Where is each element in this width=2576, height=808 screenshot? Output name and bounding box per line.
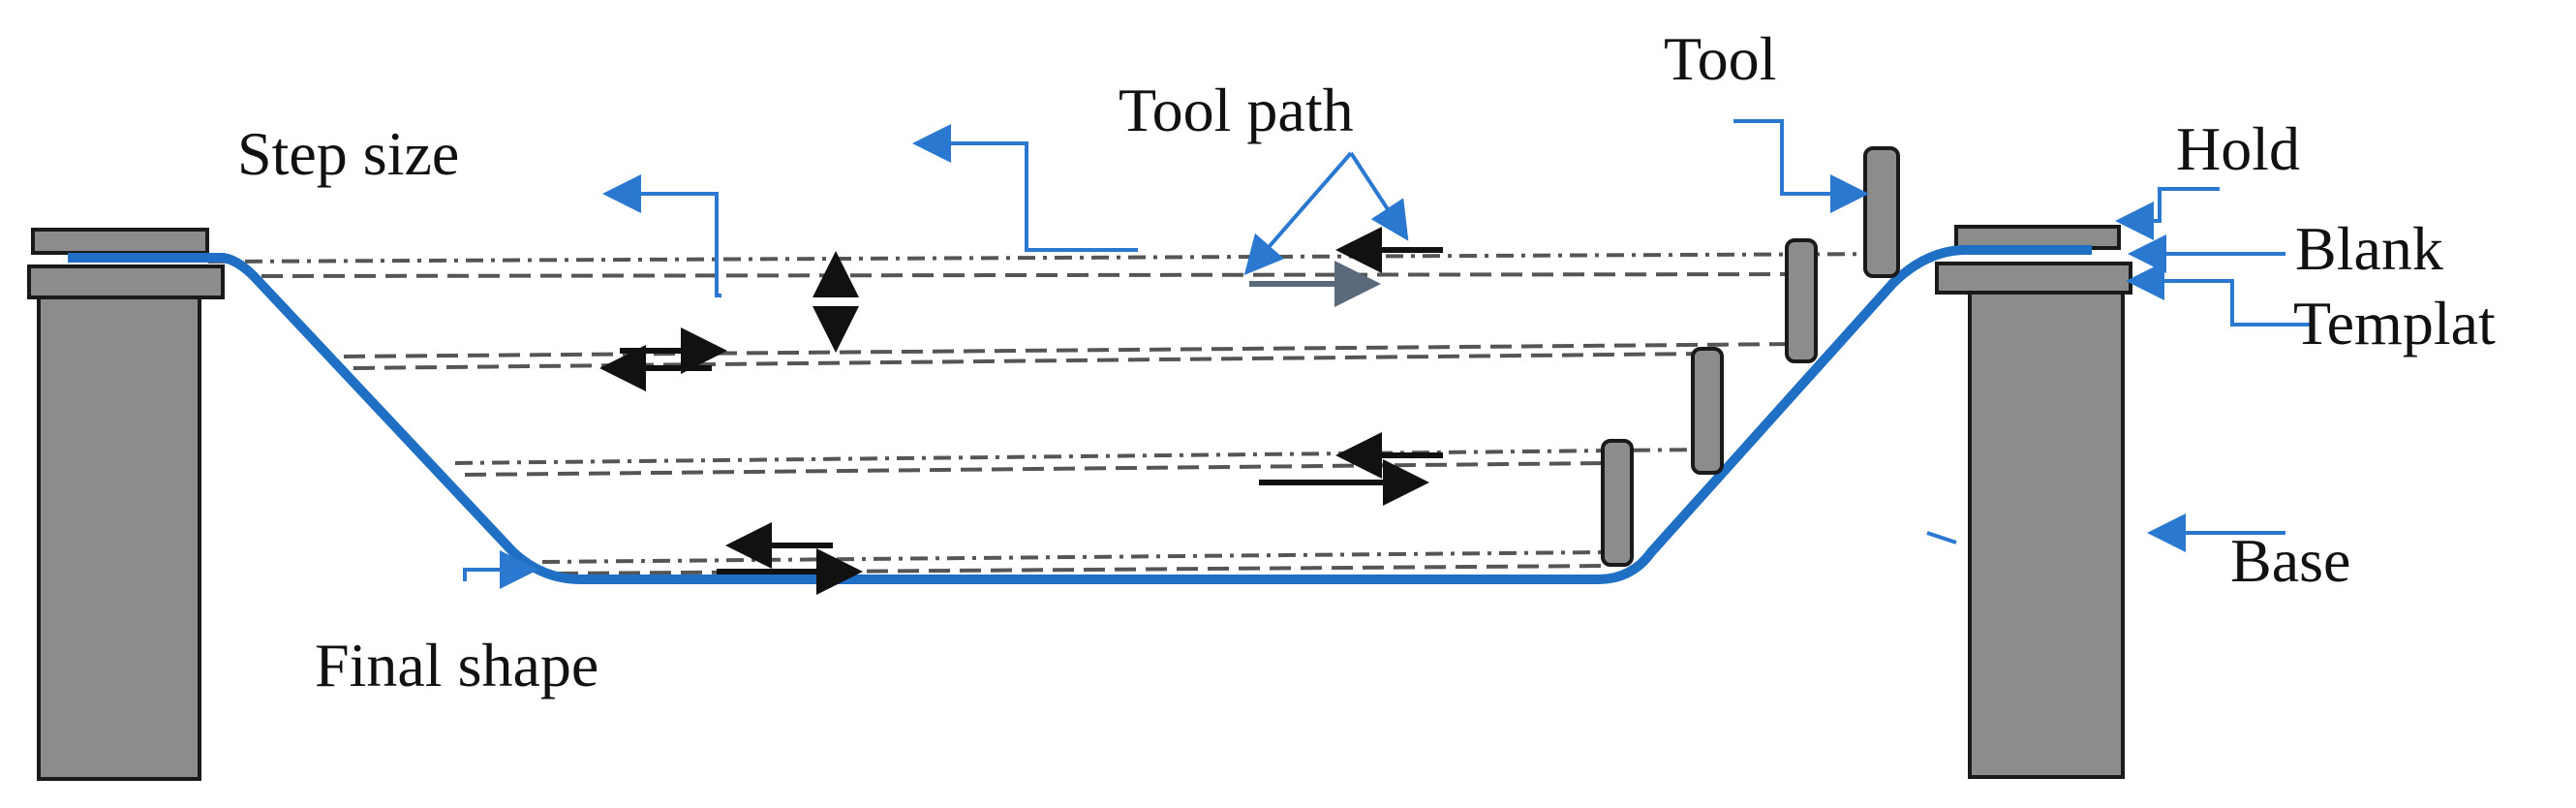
label-base: Base	[2230, 526, 2350, 595]
label-template: Templat	[2293, 289, 2496, 357]
tool-3	[1691, 347, 1724, 475]
tool-path-lines	[207, 252, 1899, 575]
direction-arrows	[599, 227, 1443, 595]
left-hold	[31, 228, 209, 255]
label-tool-path: Tool path	[1119, 76, 1354, 144]
left-base	[37, 295, 201, 781]
right-base	[1968, 291, 2125, 779]
label-final-shape: Final shape	[315, 631, 598, 699]
label-step-size: Step size	[237, 119, 459, 188]
tool-positions	[1601, 146, 1900, 567]
label-blank: Blank	[2295, 214, 2443, 283]
right-hold	[1954, 225, 2121, 250]
right-template	[1935, 262, 2132, 295]
tool-4	[1601, 439, 1634, 567]
left-fixture	[27, 228, 225, 781]
callout-arrows	[463, 119, 2310, 589]
label-tool: Tool	[1664, 24, 1776, 93]
labels: Step size Tool path Tool Hold Blank Temp…	[237, 24, 2496, 699]
right-fixture	[1935, 225, 2132, 779]
tool-2	[1785, 238, 1818, 363]
left-template	[27, 264, 225, 299]
final-shape-blank	[68, 245, 2092, 584]
tool-1	[1863, 146, 1900, 278]
label-hold: Hold	[2176, 114, 2300, 183]
